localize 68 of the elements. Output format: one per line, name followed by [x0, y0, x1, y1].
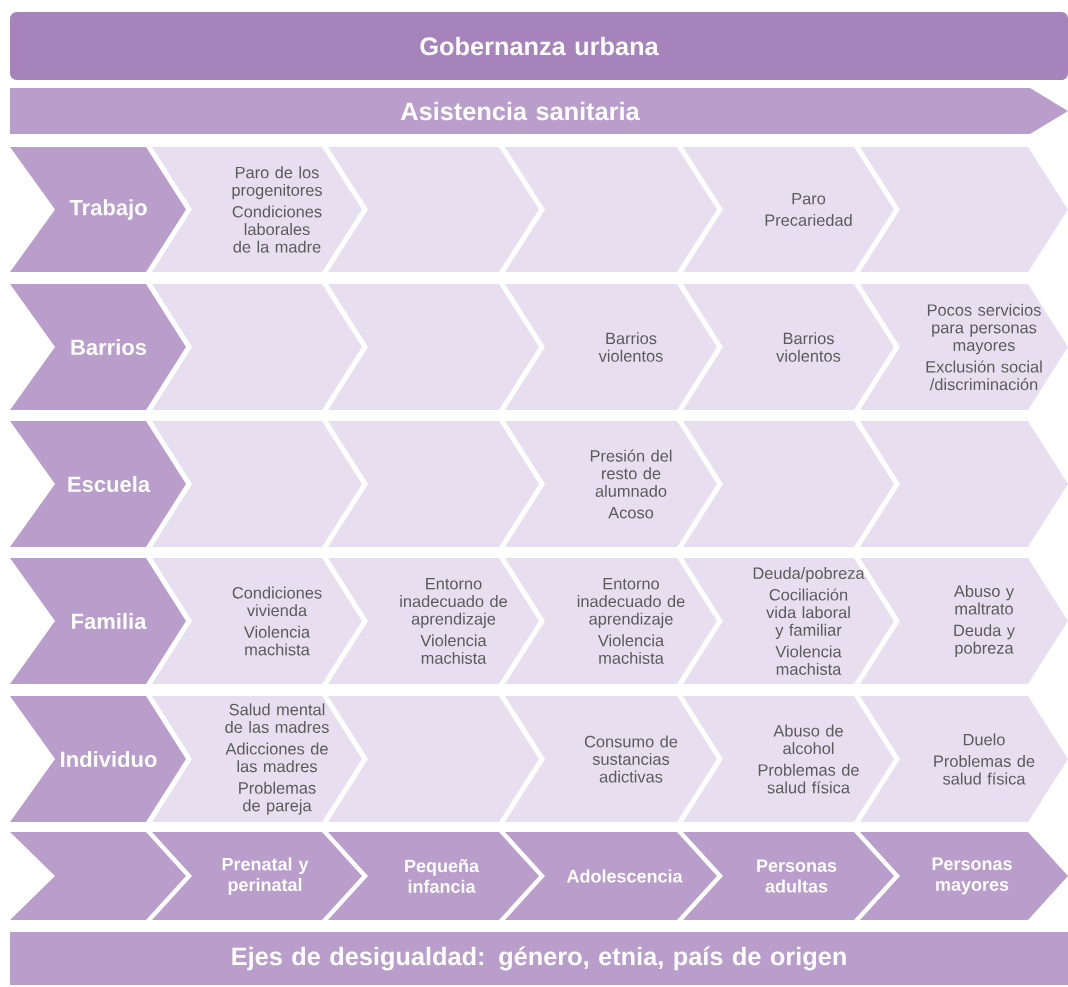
row-header: Trabajo [10, 147, 186, 272]
row-header: Familia [10, 558, 186, 684]
node-label: Barrios violentos [598, 332, 663, 362]
stage-header: Personas adultas [683, 832, 894, 920]
matrix-cell: Pocos servicios para personas mayores Exclusión social /discriminación [860, 284, 1068, 410]
matrix-cell: Abuso de alcohol Problemas de salud física [683, 696, 894, 822]
matrix-cell [328, 284, 539, 410]
node-label: Adicciones de las madres [225, 742, 328, 773]
banner: Ejes de desigualdad: género, etnia, país de origen [10, 932, 1068, 985]
matrix-cell: Entorno inadecuado de aprendizaje Violencia machista [328, 558, 539, 684]
matrix-cell: Consumo de sustancias adictivas [505, 696, 717, 822]
node-label: Barrios violentos [776, 332, 841, 362]
node-label: Condiciones vivienda [232, 586, 322, 617]
banner: Gobernanza urbana [10, 12, 1068, 80]
node-label: Acoso [608, 507, 654, 519]
stage-header: Personas mayores [860, 832, 1068, 920]
matrix-cell: Paro Precariedad [683, 147, 894, 272]
row-header: Barrios [10, 284, 186, 410]
node-label: Personas adultas [757, 859, 837, 893]
node-label: Presión del resto de alumnado [590, 449, 672, 497]
node-label: Personas mayores [932, 857, 1012, 895]
node-label: Prenatal y perinatal [222, 857, 309, 895]
matrix-cell: Presión del resto de alumnado Acoso [505, 421, 717, 547]
matrix-cell: Barrios violentos [683, 284, 894, 410]
matrix-cell: Barrios violentos [505, 284, 717, 410]
matrix-cell [860, 147, 1068, 272]
stage-header: Prenatal y perinatal [152, 832, 362, 920]
node-label: Duelo [963, 733, 1005, 746]
node-label: Precariedad [765, 213, 852, 227]
node-label: Salud mental de las madres [225, 703, 329, 733]
node-label: Pequeña infancia [405, 859, 480, 893]
matrix-cell [328, 696, 539, 822]
matrix-cell [152, 284, 362, 410]
arrow-banner: Asistencia sanitaria [10, 88, 1068, 134]
matrix-cell [328, 147, 539, 272]
node-label: Problemas de pareja [239, 781, 316, 815]
node-label: Abuso y maltrato [953, 584, 1015, 615]
node-label: Paro [792, 192, 826, 205]
matrix-cell [328, 421, 539, 547]
node-label: Violencia machista [597, 634, 665, 664]
node-label: Consumo de sustancias adictivas [584, 735, 678, 783]
node-label: Condiciones laborales de la madre [232, 205, 322, 253]
node-label: Violencia machista [420, 634, 487, 664]
matrix-cell: Duelo Problemas de salud física [860, 696, 1068, 822]
row-header: Individuo [10, 696, 186, 822]
node-label: Entorno inadecuado de aprendizaje [577, 578, 685, 628]
node-label: Cociliación vida laboral y familiar [766, 588, 850, 640]
node-label: Violencia machista [775, 645, 842, 676]
node-label: Deuda y pobreza [954, 624, 1015, 658]
node-label: Abuso de alcohol [773, 724, 843, 755]
node-label: Adolescencia [566, 869, 683, 883]
stage-header: Pequeña infancia [328, 832, 539, 920]
matrix-cell [505, 147, 717, 272]
node-label: Paro de los progenitores [232, 166, 322, 200]
stage-header: Adolescencia [505, 832, 717, 920]
node-label: Problemas de salud física [758, 763, 859, 794]
node-label: Pocos servicios para personas mayores [927, 303, 1041, 355]
node-label: Exclusión social /discriminación [926, 360, 1042, 391]
node-label: Problemas de salud física [934, 754, 1035, 785]
matrix-cell [152, 421, 362, 547]
row-header: Escuela [10, 421, 186, 547]
node-label: Entorno inadecuado de aprendizaje [400, 578, 507, 628]
matrix-cell: Paro de los progenitores Condiciones laborales de la madre [152, 147, 362, 272]
row-header [10, 832, 186, 920]
matrix-cell [683, 421, 894, 547]
matrix-cell: Condiciones vivienda Violencia machista [152, 558, 362, 684]
node-label: Violencia machista [243, 625, 311, 656]
matrix-cell [860, 421, 1068, 547]
